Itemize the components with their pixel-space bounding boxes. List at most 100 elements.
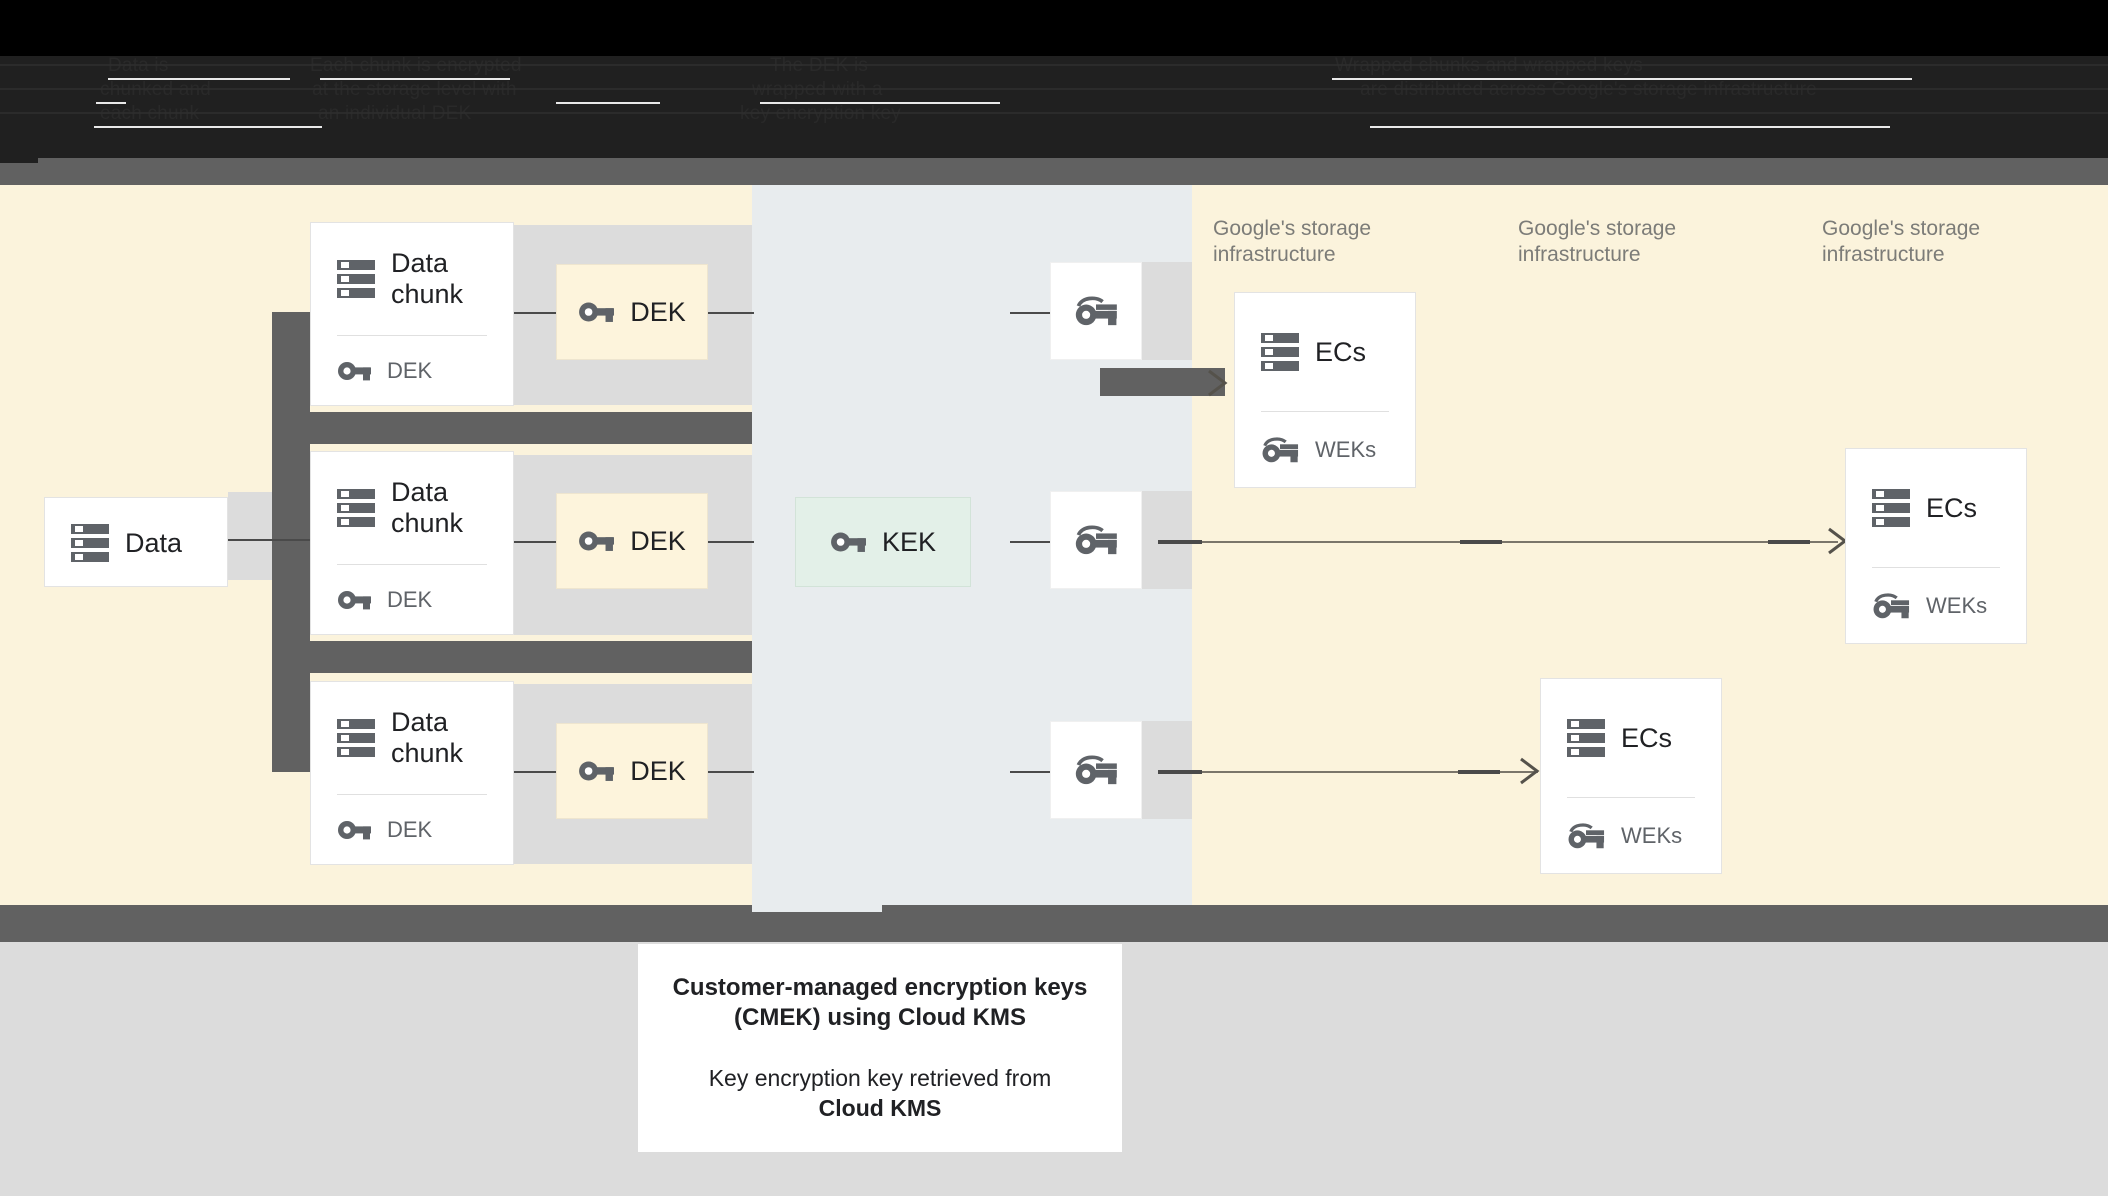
key-icon (337, 588, 371, 612)
card-data-title: Data (125, 527, 183, 558)
wrapped-key-icon (1074, 523, 1118, 557)
chip-kek[interactable]: KEK (795, 497, 971, 587)
card-chunk-2-title: Data chunk (391, 477, 464, 538)
key-icon (578, 758, 615, 784)
key-icon (830, 529, 866, 555)
chip-dek-1[interactable]: DEK (556, 264, 708, 360)
arrowhead-bottom-icon (1520, 757, 1540, 785)
card-ecs-3-title: ECs (1621, 722, 1673, 753)
card-ecs-3-sub: WEKs (1621, 823, 1683, 848)
band-notch (0, 158, 38, 163)
chip-dek-1-label: DEK (630, 296, 686, 327)
card-ecs-2-sub: WEKs (1926, 593, 1988, 618)
storage-label-3-text: Google's storage infrastructure (1822, 217, 1981, 266)
connector-dek3-out (708, 771, 754, 773)
connector-data-out (228, 539, 312, 541)
connector-to-wk1 (1010, 312, 1050, 314)
storage-icon (1567, 717, 1605, 759)
caption-line-3: Key encryption key retrieved from (708, 1065, 1052, 1091)
card-ecs-1[interactable]: ECs WEKs (1234, 292, 1416, 488)
chip-wrapped-key-1[interactable] (1050, 262, 1142, 360)
storage-label-1-text: Google's storage infrastructure (1213, 217, 1372, 266)
storage-icon (1261, 331, 1299, 373)
chip-wrapped-key-2[interactable] (1050, 491, 1142, 589)
card-data-chunk-2[interactable]: Data chunk DEK (310, 451, 514, 635)
caption-line-2: (CMEK) using Cloud KMS (734, 1004, 1026, 1031)
card-ecs-1-title: ECs (1315, 336, 1367, 367)
card-data-chunk-3[interactable]: Data chunk DEK (310, 681, 514, 865)
card-ecs-2[interactable]: ECs WEKs (1845, 448, 2027, 644)
wrapped-key-icon (1872, 591, 1910, 621)
wrapped-key-icon (1261, 435, 1299, 465)
storage-icon (71, 522, 109, 564)
storage-label-3: Google's storage infrastructure (1822, 216, 2082, 268)
header-text-7: wrapped with a (752, 79, 883, 100)
card-divider (1567, 797, 1695, 798)
card-data-chunk-1[interactable]: Data chunk DEK (310, 222, 514, 406)
wrapped-key-icon (1074, 753, 1118, 787)
arrow-line-bottom-seg-b (1458, 770, 1500, 774)
key-icon (578, 528, 615, 554)
card-divider (337, 335, 487, 336)
wrapped-key-icon (1567, 821, 1605, 851)
card-ecs-3[interactable]: ECs WEKs (1540, 678, 1722, 874)
splitter-branch-bottom (272, 641, 752, 673)
header-text-2: each chunk (100, 103, 200, 124)
card-ecs-2-title: ECs (1926, 492, 1978, 523)
bottom-separator-band (0, 905, 2108, 942)
chip-dek-2-label: DEK (630, 525, 686, 556)
header-dark-strip: Data is chunked and each chunk Each chun… (0, 55, 2108, 158)
storage-label-2-text: Google's storage infrastructure (1518, 217, 1677, 266)
arrow-line-bottom-seg-a (1158, 770, 1202, 774)
storage-icon (1872, 487, 1910, 529)
splitter-trunk (272, 312, 310, 772)
caption-box: Customer-managed encryption keys (CMEK) … (638, 944, 1122, 1152)
chip-dek-3[interactable]: DEK (556, 723, 708, 819)
card-divider (337, 794, 487, 795)
arrow-line-middle-seg-a (1158, 540, 1202, 544)
chip-wrapped-key-3[interactable] (1050, 721, 1142, 819)
card-chunk-1-title: Data chunk (391, 248, 464, 309)
connector-chunk2-dek2 (512, 541, 556, 543)
card-chunk-3-sub: DEK (387, 817, 433, 842)
storage-label-1: Google's storage infrastructure (1213, 216, 1473, 268)
caption-line-1: Customer-managed encryption keys (672, 974, 1088, 1001)
connector-dek1-out (708, 312, 754, 314)
key-icon (337, 818, 371, 842)
header-text-5: an individual DEK (318, 103, 472, 124)
chip-kek-label: KEK (881, 526, 937, 557)
arrow-line-middle-seg-b (1460, 540, 1502, 544)
header-text-9: Wrapped chunks and wrapped keys (1335, 55, 1643, 76)
header-text-8: key encryption key (740, 103, 901, 124)
card-divider (337, 564, 487, 565)
header-text-0: Data is (108, 55, 169, 76)
card-divider (1261, 411, 1389, 412)
header-text-10: are distributed across Google's storage … (1360, 79, 1817, 100)
wrapped-chunk-bar-top (1100, 368, 1225, 396)
header-text-4: at the storage level with (312, 79, 517, 100)
storage-icon (337, 258, 375, 300)
card-data[interactable]: Data (44, 497, 228, 587)
arrow-line-bottom (1158, 771, 1538, 773)
key-icon (337, 359, 371, 383)
header-text-1: chunked and (100, 79, 212, 100)
wrapped-key-icon (1074, 294, 1118, 328)
arrowhead-top-icon (1208, 369, 1228, 397)
connector-chunk3-dek3 (512, 771, 556, 773)
header-text-6: The DEK is (770, 55, 869, 76)
card-chunk-3-title: Data chunk (391, 707, 464, 768)
header-text-3: Each chunk is encrypted (310, 55, 522, 76)
connector-dek2-out (708, 541, 754, 543)
chip-dek-2[interactable]: DEK (556, 493, 708, 589)
connector-kek-to-wk2 (1010, 541, 1050, 543)
key-icon (578, 299, 615, 325)
storage-icon (337, 717, 375, 759)
chip-dek-3-label: DEK (630, 755, 686, 786)
card-divider (1872, 567, 2000, 568)
caption-line-4: Cloud KMS (818, 1095, 942, 1121)
card-chunk-2-sub: DEK (387, 587, 433, 612)
splitter-branch-top (272, 412, 752, 444)
connector-chunk1-dek1 (512, 312, 556, 314)
header-black-strip (0, 0, 2108, 56)
